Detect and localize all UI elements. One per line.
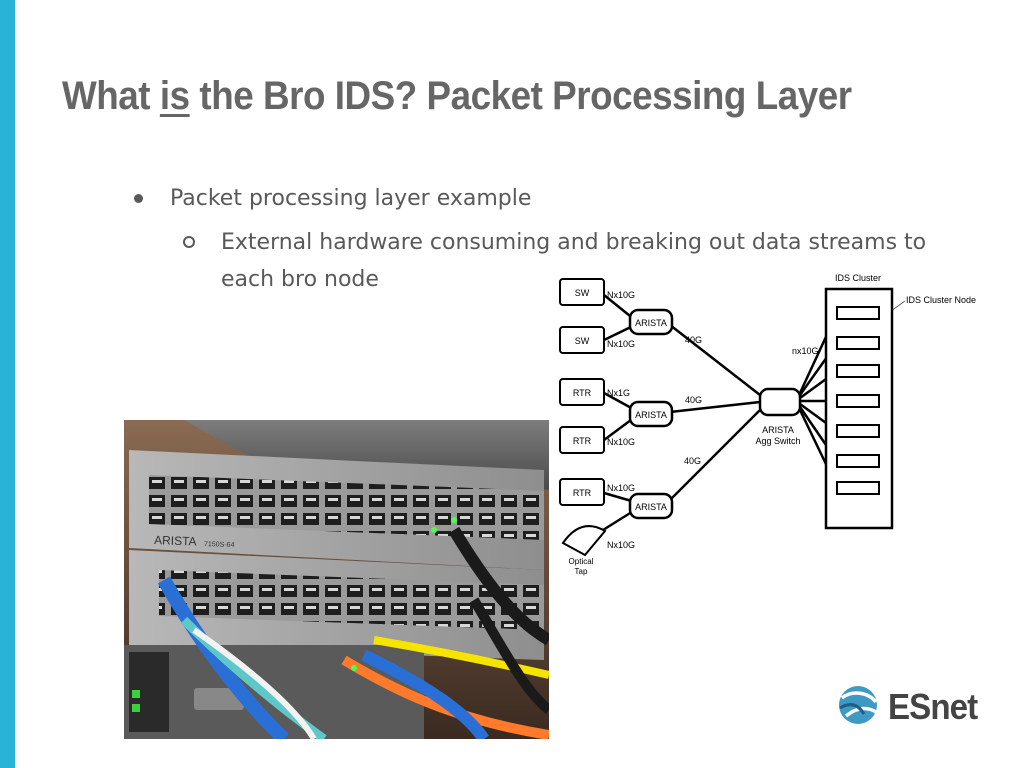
diagram-links (594, 294, 839, 537)
node-callout-line (890, 300, 906, 312)
uplink-label-3: 40G (684, 456, 701, 466)
tap-label-1: Optical (569, 557, 594, 566)
switch-rack-image: ARISTA 7150S-64 (124, 420, 549, 739)
agg-label-2: Agg Switch (755, 436, 800, 446)
cluster-node-6 (836, 454, 880, 468)
arista-label-3: ARISTA (635, 502, 667, 512)
uplink-label-2: 40G (685, 395, 702, 405)
sw-box-2: SW (559, 326, 605, 354)
cluster-node-3 (836, 364, 880, 378)
accent-bar (0, 0, 15, 768)
ids-cluster-box (824, 287, 894, 530)
link-label-4: Nx10G (607, 437, 635, 447)
cluster-node-2 (836, 336, 880, 350)
rtr-box-2: RTR (559, 426, 605, 454)
bullet-2: External hardware consuming and breaking… (221, 230, 927, 292)
sub-bullet-circle (183, 236, 195, 248)
arista-box-2: ARISTA (628, 400, 674, 428)
cluster-node-7 (836, 481, 880, 495)
cluster-label: IDS Cluster (835, 273, 881, 283)
esnet-logo: ESnet (838, 684, 978, 728)
title-post: the Bro IDS? Packet Processing Layer (189, 74, 852, 118)
logo-text: ESnet (888, 686, 978, 727)
globe-icon (839, 686, 878, 724)
cluster-node-5 (836, 424, 880, 438)
uplink-label-1: 40G (685, 335, 702, 345)
agg-switch-box (758, 387, 802, 417)
link-label-6: Nx10G (607, 540, 635, 550)
cluster-node-4 (836, 394, 880, 408)
photo-brand-label: ARISTA (154, 533, 197, 548)
photo-model-label: 7150S-64 (204, 541, 235, 549)
rtr-label-2: RTR (573, 436, 592, 446)
title-pre: What (62, 74, 160, 118)
arista-label-1: ARISTA (635, 318, 667, 328)
switch-rack-photo: ARISTA 7150S-64 (124, 420, 549, 739)
link-label-5: Nx10G (607, 483, 635, 493)
title-emphasis: is (159, 74, 190, 118)
sw-label-1: SW (575, 288, 590, 298)
bullet-dot (134, 194, 143, 203)
arista-box-3: ARISTA (628, 492, 674, 520)
network-diagram: SW SW RTR RTR RTR Optical Tap ARISTA ARI… (559, 273, 976, 576)
cluster-node-1 (836, 306, 880, 320)
link-label-2: Nx10G (607, 339, 635, 349)
slide-title: What is the Bro IDS? Packet Processing L… (62, 74, 852, 119)
rtr-box-3: RTR (559, 478, 605, 506)
sw-box-1: SW (559, 278, 605, 306)
rtr-label-1: RTR (573, 388, 592, 398)
optical-tap-icon (561, 525, 607, 557)
link-label-3: Nx1G (607, 388, 630, 398)
agg-label-1: ARISTA (762, 425, 794, 435)
sw-label-2: SW (575, 336, 590, 346)
bullet-1: Packet processing layer example (170, 186, 532, 211)
arista-label-2: ARISTA (635, 410, 667, 420)
tap-label-2: Tap (575, 567, 588, 576)
cluster-node-label: IDS Cluster Node (906, 295, 976, 305)
arista-box-1: ARISTA (628, 308, 674, 336)
rtr-label-3: RTR (573, 488, 592, 498)
rtr-box-1: RTR (559, 378, 605, 406)
link-label-1: Nx10G (607, 290, 635, 300)
cluster-link-label: nx10G (792, 346, 819, 356)
